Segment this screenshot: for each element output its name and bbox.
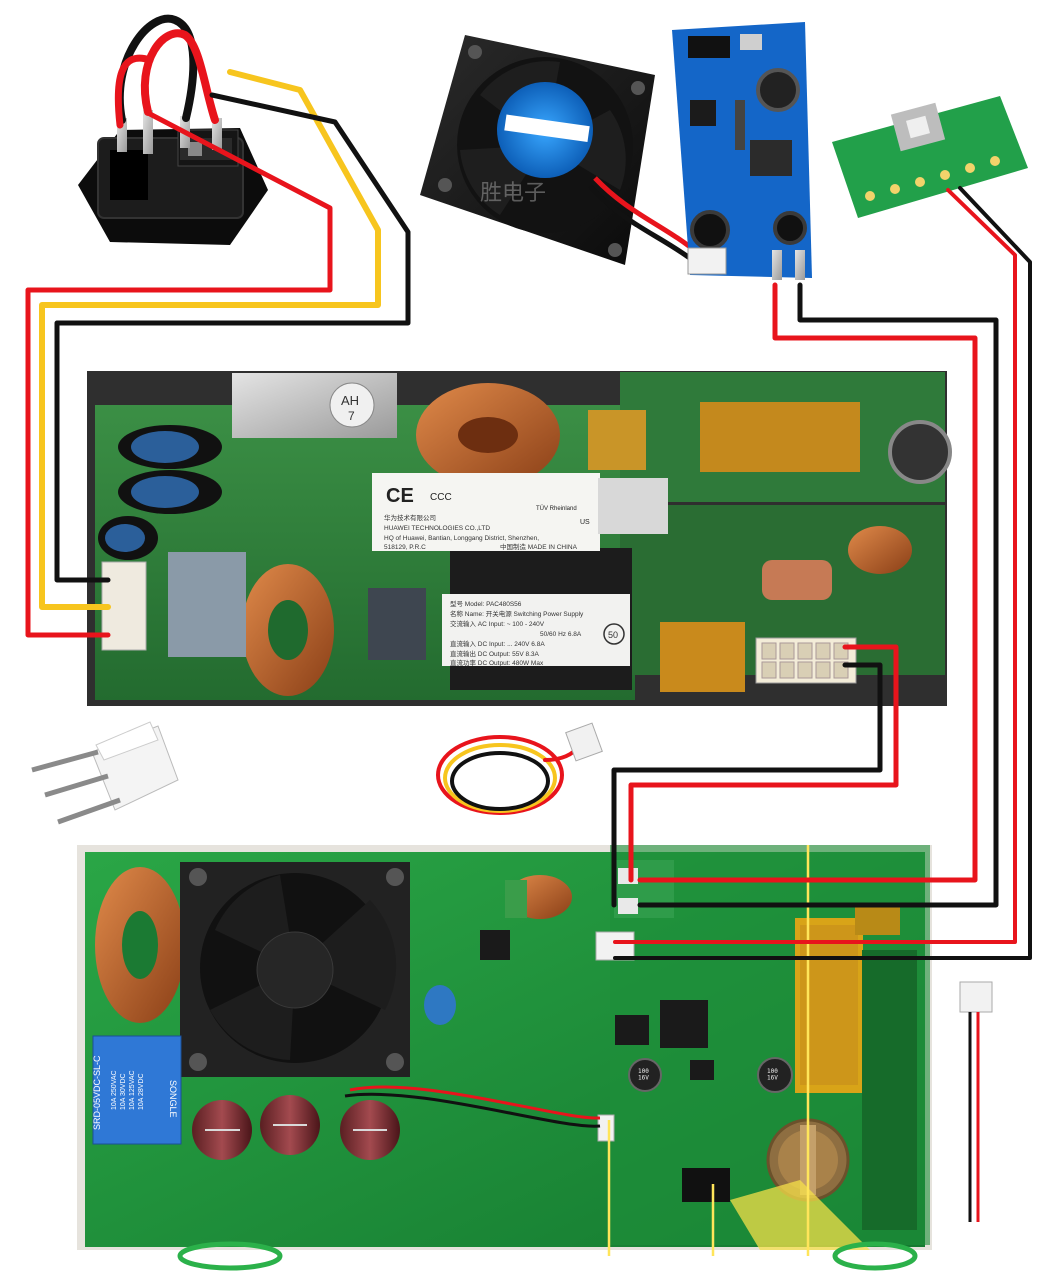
cooling-fan-top: 胜电子 <box>420 35 655 265</box>
spec-ac-input: 交流输入 AC Input: ~ 100 - 240V <box>450 619 545 628</box>
inlet-jumper-wires <box>114 14 219 129</box>
sticker-made: 中国制造 MADE IN CHINA <box>500 542 578 551</box>
fan-watermark: 胜电子 <box>480 180 546 205</box>
wire-breakout-red <box>613 188 1017 944</box>
wire-psu-black-out <box>611 662 883 908</box>
cert-ce: CE <box>386 485 414 507</box>
wire-psu-red-out <box>628 644 899 883</box>
main-control-board: SRD-05VDC-SL-C 10A 250VAC 10A 30VDC 10A … <box>77 845 932 1271</box>
cert-ccc: CCC <box>430 492 452 503</box>
psu-spec-label: 型号 Model: PAC480S56 名称 Name: 开关电源 Switch… <box>442 594 630 667</box>
spare-jst-lead <box>959 981 993 1222</box>
sticker-country: 518129, P.R.C <box>384 544 426 551</box>
spec-dc-output: 直流输出 DC Output: 55V 8.3A <box>450 649 540 658</box>
spec-dc-power: 直流功率 DC Output: 480W Max <box>450 658 544 667</box>
breakout-pcb-connector <box>832 96 1028 218</box>
wire-breakout-black <box>613 186 1032 960</box>
relay-brand: SONGLE <box>168 1080 178 1118</box>
three-wire-fan-cable <box>436 722 603 815</box>
wire-ac-red <box>25 111 333 638</box>
wire-ac-black <box>54 92 411 583</box>
psu-top-label-sub: 7 <box>348 409 355 423</box>
sticker-address: HQ of Huawei, Bantian, Longgang District… <box>384 535 539 542</box>
wire-buck-red <box>637 282 978 883</box>
wires <box>25 69 1032 960</box>
cert-us: US <box>580 519 590 526</box>
psu-certification-sticker: CE CCC TÜV Rheinland US 华为技术有限公司 HUAWEI … <box>372 473 668 551</box>
wire-ac-yellow <box>39 69 381 610</box>
spec-model: 型号 Model: PAC480S56 <box>450 599 522 608</box>
power-inlet-socket <box>78 110 268 245</box>
relay-model: SRD-05VDC-SL-C <box>92 1055 102 1130</box>
spec-freq: 50/60 Hz 6.8A <box>540 631 582 638</box>
relay-rating-1: 10A 250VAC <box>111 1070 118 1110</box>
sticker-company: HUAWEI TECHNOLOGIES CO.,LTD <box>384 525 490 532</box>
cert-tuv: TÜV Rheinland <box>536 505 577 512</box>
sticker-cn-company: 华为技术有限公司 <box>384 513 436 522</box>
relay-rating-3: 10A 125VAC <box>129 1070 136 1110</box>
wire-buck-black <box>637 282 999 908</box>
buck-converter-module <box>672 22 812 280</box>
spec-badge: 50 <box>608 630 618 640</box>
molex-connector-with-pins <box>31 721 179 825</box>
relay-rating-4: 10A 28VDC <box>138 1073 145 1110</box>
psu-top-label: AH <box>341 393 359 408</box>
relay-rating-2: 10A 30VDC <box>120 1073 127 1110</box>
spec-dc-input: 直流输入 DC Input: ... 240V 6.8A <box>450 639 545 648</box>
marker-lines <box>607 845 810 1256</box>
spec-name: 名称 Name: 开关电源 Switching Power Supply <box>450 609 584 618</box>
